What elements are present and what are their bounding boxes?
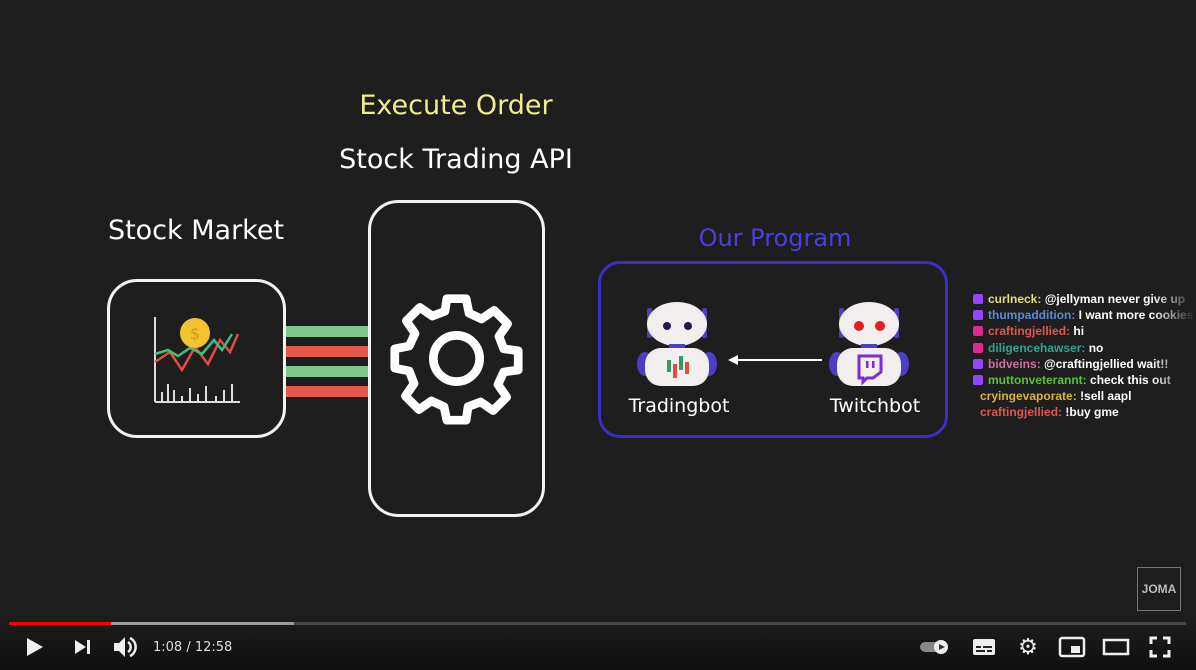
api-box	[368, 200, 545, 517]
fullscreen-icon	[1149, 636, 1171, 658]
fullscreen-button[interactable]	[1148, 635, 1172, 659]
data-bar-red	[286, 386, 368, 397]
autoplay-toggle[interactable]	[919, 635, 951, 659]
chat-text: no	[1088, 340, 1104, 355]
data-bar-green	[286, 326, 368, 337]
next-button[interactable]	[70, 635, 94, 659]
twitchbot-label: Twitchbot	[829, 395, 921, 417]
time-display: 1:08 / 12:58	[153, 639, 233, 655]
chat-colon: :	[1037, 292, 1045, 307]
play-icon	[27, 638, 43, 656]
chat-message: diligencehawser: no	[973, 340, 1196, 356]
chat-username: diligencehawser	[988, 340, 1082, 355]
chat-colon: :	[1058, 405, 1066, 420]
data-bar-red	[286, 346, 368, 357]
chat-text: !buy gme	[1065, 405, 1119, 420]
market-title: Stock Market	[107, 215, 285, 246]
miniplayer-button[interactable]	[1058, 635, 1086, 659]
chat-badge-icon	[973, 342, 983, 353]
chat-message: craftingjellied: !buy gme	[973, 404, 1196, 420]
program-box	[598, 261, 948, 438]
progress-played	[9, 622, 112, 625]
chat-text: !sell aapl	[1080, 389, 1132, 404]
autoplay-toggle-icon	[920, 640, 948, 654]
twitchbot-robot-icon	[829, 302, 909, 386]
chat-username: cryingevaporate	[980, 389, 1073, 404]
settings-button[interactable]: ⚙	[1016, 634, 1040, 660]
volume-icon	[114, 636, 137, 658]
arrow-left-icon	[728, 355, 822, 365]
chat-colon: :	[1071, 308, 1079, 323]
chat-username: craftingjellied	[980, 405, 1059, 420]
chat-message: thumpaddition: I want more cookies	[973, 307, 1196, 323]
chat-message: bidveins: @craftingjellied wait!!	[973, 356, 1196, 372]
chat-colon: :	[1036, 356, 1045, 371]
miniplayer-icon	[1058, 636, 1086, 658]
tradingbot-robot-icon	[637, 302, 717, 386]
chat-colon: :	[1081, 340, 1089, 355]
chat-text: check this out	[1090, 373, 1171, 388]
chat-message: curlneck: @jellyman never give up	[973, 291, 1196, 307]
program-title: Our Program	[698, 224, 852, 252]
chat-text: @craftingjellied wait!!	[1044, 356, 1169, 371]
twitch-logo-icon	[857, 354, 883, 386]
subtitles-icon	[973, 639, 995, 655]
chat-text: I want more cookies	[1078, 308, 1194, 323]
chat-badge-icon	[973, 310, 983, 321]
stock-market-box: $	[107, 279, 286, 438]
dollar-coin-icon	[180, 318, 210, 348]
chat-message: cryingevaporate: !sell aapl	[973, 388, 1196, 404]
data-bar-green	[286, 366, 368, 377]
joma-watermark[interactable]: JOMA	[1137, 567, 1181, 611]
tradingbot-label: Tradingbot	[628, 395, 730, 417]
chat-colon: :	[1066, 324, 1074, 339]
chat-badge-icon	[973, 375, 983, 386]
chat-username: curlneck	[988, 292, 1038, 307]
chat-badge-icon	[973, 294, 983, 305]
play-button[interactable]	[22, 635, 46, 659]
volume-button[interactable]	[112, 635, 138, 659]
chat-username: muttonveterannt	[988, 373, 1083, 388]
chat-text: @jellyman never give up	[1044, 292, 1186, 307]
execute-order-label: Execute Order	[359, 90, 553, 121]
progress-bar[interactable]	[9, 622, 1186, 625]
theater-mode-icon	[1102, 638, 1130, 656]
theater-mode-button[interactable]	[1102, 635, 1130, 659]
settings-gear-icon: ⚙	[1018, 634, 1038, 660]
api-title: Stock Trading API	[339, 144, 573, 175]
gear-icon	[390, 294, 523, 425]
chat-badge-icon	[973, 326, 983, 337]
chat-badge-icon	[973, 358, 983, 369]
chat-text: hi	[1073, 324, 1085, 339]
chat-message: muttonveterannt: check this out	[973, 372, 1196, 388]
subtitles-button[interactable]	[972, 635, 996, 659]
chat-colon: :	[1082, 373, 1091, 388]
chat-username: craftingjellied	[988, 324, 1067, 339]
chat-message: craftingjellied: hi	[973, 323, 1196, 339]
next-icon	[75, 640, 90, 654]
chat-colon: :	[1072, 389, 1081, 404]
svg-text:$: $	[190, 324, 200, 343]
chat-username: bidveins	[988, 356, 1037, 371]
stock-chart-icon: $	[154, 317, 240, 403]
chat-username: thumpaddition	[988, 308, 1072, 323]
